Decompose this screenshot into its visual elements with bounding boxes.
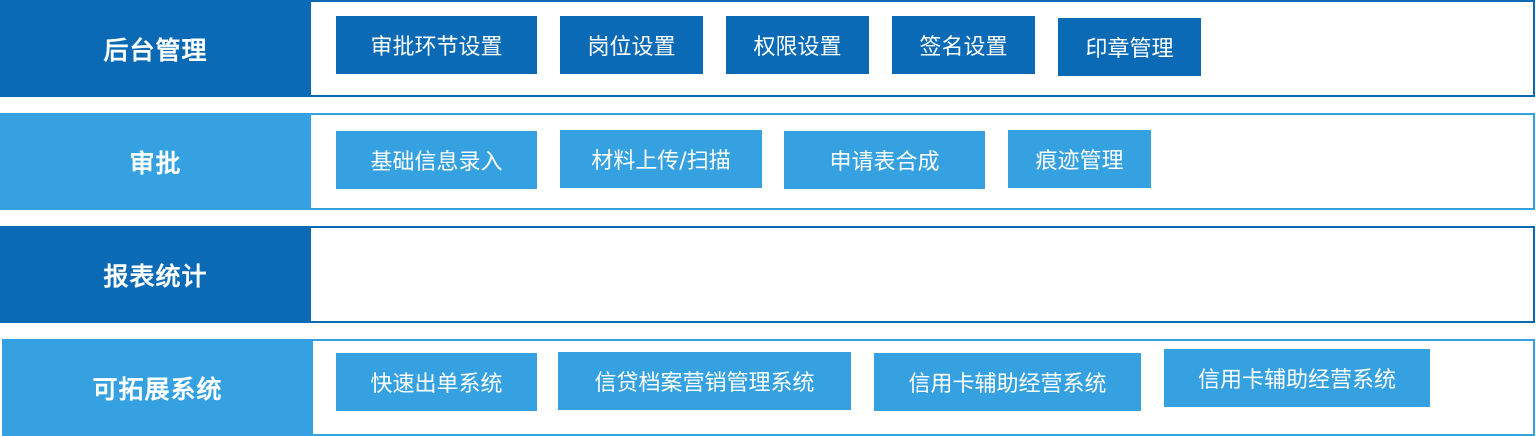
feature-button-permission-settings[interactable]: 权限设置 [726, 16, 869, 74]
feature-button-basic-info-entry[interactable]: 基础信息录入 [336, 131, 537, 189]
feature-button-signature-settings[interactable]: 签名设置 [892, 16, 1035, 74]
feature-button-credit-archive-marketing-system[interactable]: 信贷档案营销管理系统 [558, 352, 851, 410]
feature-button-position-settings[interactable]: 岗位设置 [560, 16, 703, 74]
feature-button-credit-card-operation-system[interactable]: 信用卡辅助经营系统 [874, 353, 1141, 411]
feature-button-material-upload-scan[interactable]: 材料上传/扫描 [560, 130, 762, 188]
feature-button-application-form-synthesis[interactable]: 申请表合成 [784, 131, 985, 189]
feature-button-approval-stage-settings[interactable]: 审批环节设置 [336, 16, 537, 74]
feature-button-seal-management[interactable]: 印章管理 [1058, 18, 1201, 76]
module-row-backend-admin: 后台管理 审批环节设置 岗位设置 权限设置 签名设置 印章管理 [0, 0, 1535, 97]
feature-button-credit-card-operation-system-2[interactable]: 信用卡辅助经营系统 [1164, 349, 1430, 407]
module-header-report-statistics: 报表统计 [0, 226, 311, 323]
module-row-extensible-systems: 可拓展系统 快速出单系统 信贷档案营销管理系统 信用卡辅助经营系统 信用卡辅助经… [2, 339, 1535, 436]
module-row-approval: 审批 基础信息录入 材料上传/扫描 申请表合成 痕迹管理 [0, 113, 1535, 210]
feature-button-quick-issue-system[interactable]: 快速出单系统 [336, 353, 537, 411]
module-header-extensible-systems: 可拓展系统 [2, 339, 313, 436]
module-header-approval: 审批 [0, 113, 311, 210]
module-row-report-statistics: 报表统计 [0, 226, 1535, 323]
feature-button-trace-management[interactable]: 痕迹管理 [1008, 130, 1151, 188]
module-panel-report-statistics [311, 226, 1535, 323]
module-header-backend-admin: 后台管理 [0, 0, 311, 97]
